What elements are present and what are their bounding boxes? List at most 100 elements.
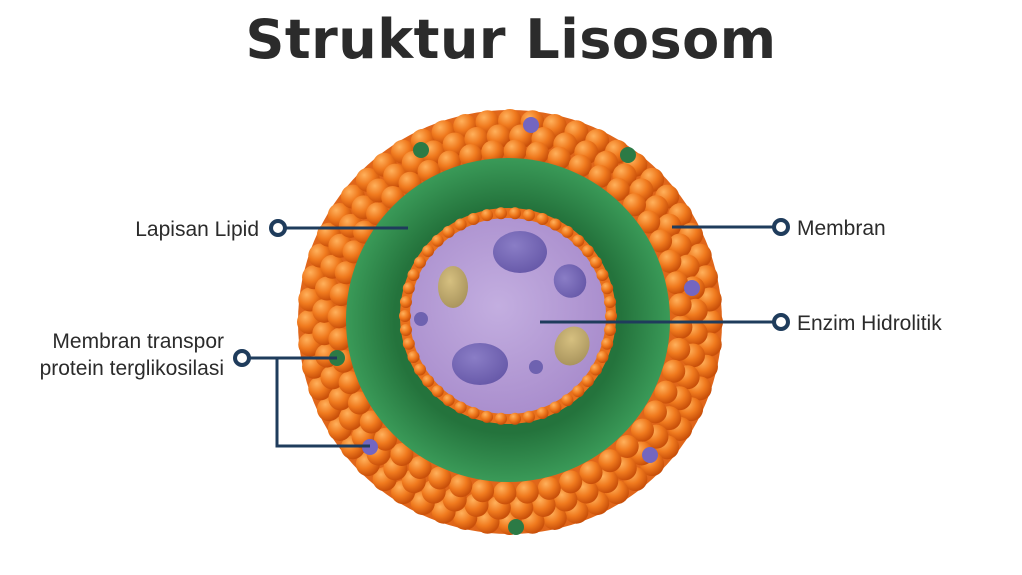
lipid-bead [402, 282, 415, 295]
lipid-bead [604, 295, 617, 308]
lipid-bead [605, 310, 617, 322]
lipid-bead [338, 371, 362, 395]
lipid-bead [669, 315, 693, 339]
lipid-bead [481, 209, 494, 222]
lipid-bead [509, 207, 522, 220]
membrane-protein [642, 447, 658, 463]
lipid-bead [590, 363, 603, 376]
lipid-bead [407, 351, 420, 364]
lipid-bead [596, 268, 609, 281]
lipid-bead [537, 476, 561, 500]
lipid-bead [442, 394, 455, 407]
lipid-bead [590, 256, 603, 269]
lipid-bead [454, 401, 467, 414]
lipid-bead [658, 249, 682, 273]
membrane-protein [684, 280, 700, 296]
lipid-bead [494, 207, 507, 220]
lipid-bead [561, 394, 574, 407]
outer-membrane-beads [297, 109, 723, 535]
lipid-bead [549, 401, 562, 414]
enzyme-vesicle [452, 343, 508, 385]
lipid-bead [598, 449, 622, 473]
lipid-bead [622, 193, 646, 217]
lipid-bead [509, 412, 522, 425]
lipid-bead [549, 218, 562, 231]
lipid-bead [442, 225, 455, 238]
lipid-bead [481, 410, 494, 423]
lipid-bead [643, 400, 667, 424]
lipid-bead [536, 407, 549, 420]
lipid-bead [428, 466, 452, 490]
membrane-protein [413, 142, 429, 158]
lipid-bead [481, 140, 505, 164]
membrane-protein [620, 147, 636, 163]
lipid-bead [654, 380, 678, 404]
lipid-bead [536, 212, 549, 225]
leader-dot-lipid [269, 219, 287, 237]
lipid-bead [431, 234, 444, 247]
enzyme-vesicle [553, 264, 587, 298]
lipid-bead [422, 245, 435, 257]
lipid-bead [664, 271, 688, 295]
leader-dot-membrane [772, 218, 790, 236]
lipid-bead [471, 479, 495, 503]
lipid-bead [413, 363, 426, 376]
lipid-bead [399, 295, 412, 308]
lipid-bead [390, 442, 414, 466]
lipid-bead [581, 245, 594, 257]
label-transport-protein-2: protein terglikosilasi [40, 357, 224, 380]
lipid-bead [572, 385, 585, 398]
lipid-bead [601, 282, 614, 295]
inner-membrane-beads [399, 207, 617, 425]
enzyme-dot [529, 360, 543, 374]
lipid-bead [596, 351, 609, 364]
lipid-bead [413, 256, 426, 269]
lipid-bead [515, 480, 539, 504]
lipid-bead [637, 210, 661, 234]
lipid-bead [601, 337, 614, 350]
lipid-bead [579, 461, 603, 485]
lipid-bead [327, 305, 351, 329]
lipid-bead [399, 324, 412, 337]
lipid-bead [467, 407, 480, 420]
lipid-bead [422, 375, 435, 387]
lipid-bead [374, 427, 398, 451]
lipid-bead [667, 337, 691, 361]
lipid-bead [407, 268, 420, 281]
lipid-bead [662, 359, 686, 383]
lipid-bead [449, 474, 473, 498]
leader-line-protein-branch [275, 358, 370, 448]
label-lipid-layer: Lapisan Lipid [135, 218, 259, 241]
membrane-protein [523, 117, 539, 133]
membrane-protein [508, 519, 524, 535]
lipid-bead [525, 141, 549, 165]
lipid-bead [408, 455, 432, 479]
label-membrane: Membran [797, 217, 886, 240]
lipid-bead [568, 154, 592, 178]
enzyme-vesicle [438, 266, 468, 308]
lipid-bead [494, 412, 507, 425]
lipid-bead [493, 481, 517, 505]
leader-dot-protein [233, 349, 251, 367]
lipid-bead [328, 327, 352, 351]
label-transport-protein-1: Membran transpor [52, 330, 224, 353]
lipid-bead [347, 391, 371, 415]
lipid-bead [561, 225, 574, 238]
lipid-bead [588, 165, 612, 189]
lipid-bead [572, 234, 585, 247]
lipid-bead [402, 337, 415, 350]
lipid-bead [329, 283, 353, 307]
page-title: Struktur Lisosom [245, 8, 777, 71]
lipid-bead [547, 146, 571, 170]
enzyme-vesicle [493, 231, 547, 273]
enzyme-dot [414, 312, 428, 326]
lipid-bead [522, 209, 535, 222]
lipid-bead [503, 139, 527, 163]
lipid-bead [359, 410, 383, 434]
lipid-bead [431, 385, 444, 398]
lipid-bead [606, 178, 630, 202]
lipid-bead [399, 310, 411, 322]
leader-dot-enzyme [772, 313, 790, 331]
lipid-bead [630, 418, 654, 442]
